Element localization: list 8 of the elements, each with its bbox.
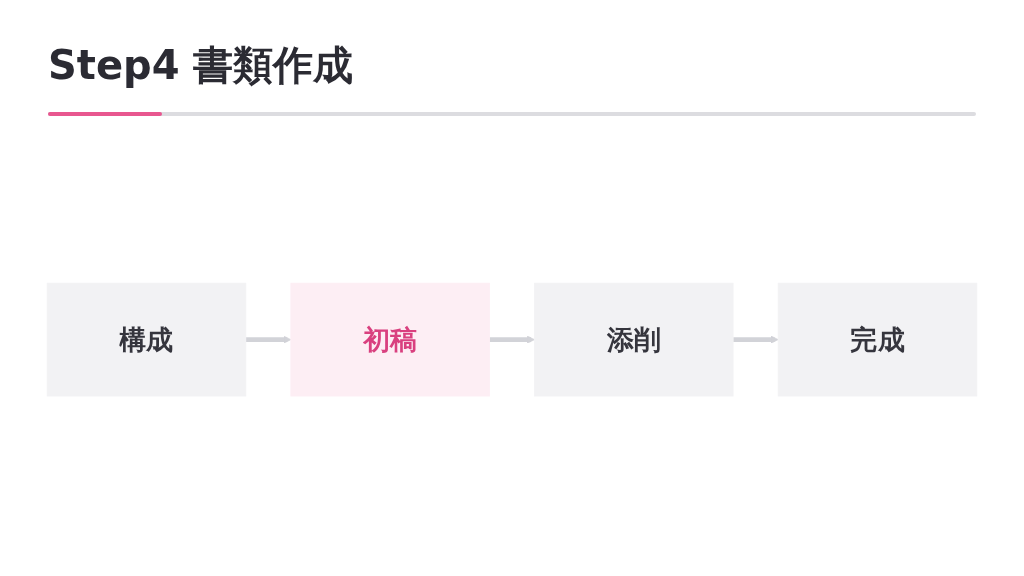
step-box: 完成	[777, 283, 978, 397]
arrow	[245, 336, 292, 344]
arrow	[489, 336, 535, 344]
step-box: 構成	[46, 283, 247, 397]
title: Step4 書類作成	[48, 41, 354, 90]
step-box: 添削	[534, 283, 734, 397]
arrow	[733, 336, 779, 344]
step-box: 初稿	[290, 283, 490, 397]
